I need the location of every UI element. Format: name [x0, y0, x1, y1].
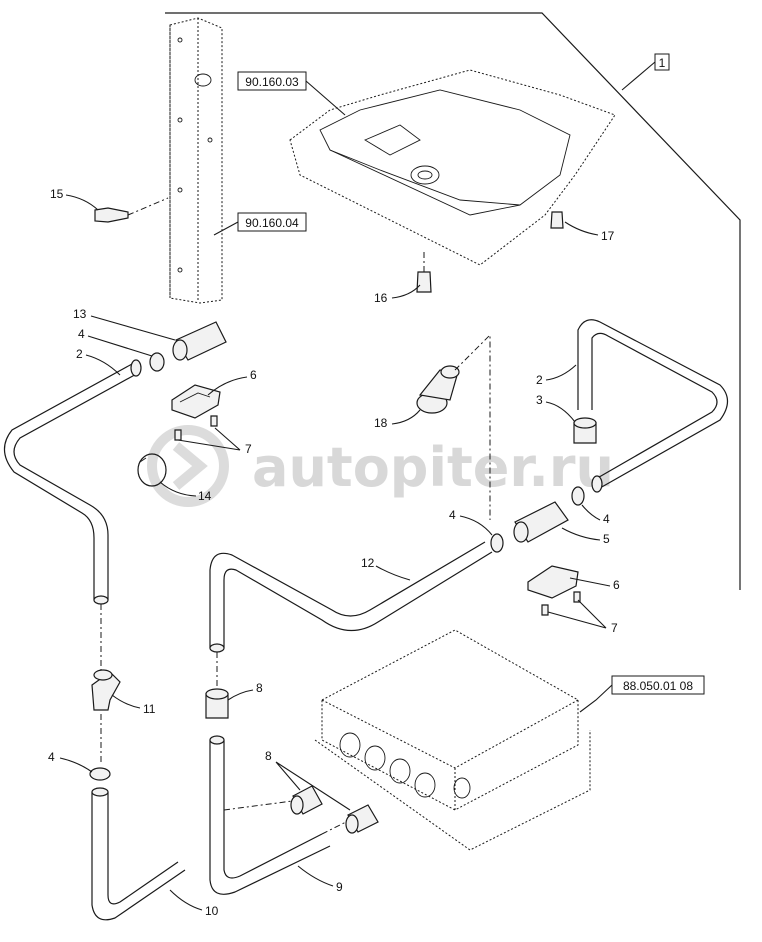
svg-text:9: 9 — [336, 880, 343, 894]
svg-text:4: 4 — [78, 327, 85, 341]
callout-17: 17 — [564, 221, 615, 243]
hose-12 — [209, 541, 493, 700]
clamp-14 — [137, 453, 167, 487]
svg-text:6: 6 — [250, 368, 257, 382]
watermark-text: autopiter.ru — [252, 436, 614, 499]
svg-text:12: 12 — [361, 556, 375, 570]
sleeve-8-a — [205, 688, 229, 719]
callout-6-b: 6 — [569, 577, 620, 592]
svg-text:14: 14 — [198, 489, 212, 503]
svg-text:7: 7 — [611, 621, 618, 635]
callout-5: 5 — [561, 527, 610, 546]
elbow-11 — [91, 669, 121, 762]
clip-6-a — [171, 384, 221, 419]
svg-text:7: 7 — [245, 442, 252, 456]
svg-text:4: 4 — [48, 750, 55, 764]
ref-88-050-01-08-label: 88.050.01 08 — [623, 679, 693, 693]
ref-90-160-03-label: 90.160.03 — [245, 75, 299, 89]
ref-box-90-160-03: 90.160.03 — [237, 71, 346, 116]
svg-text:11: 11 — [143, 702, 156, 716]
svg-text:5: 5 — [603, 532, 610, 546]
ring-4-c — [490, 533, 504, 553]
callout-11: 11 — [111, 694, 156, 716]
svg-text:13: 13 — [73, 307, 87, 321]
callout-3: 3 — [536, 393, 576, 423]
ring-4-a — [149, 352, 165, 372]
hose-9 — [209, 735, 351, 895]
heater-unit — [314, 629, 591, 851]
svg-text:2: 2 — [76, 347, 83, 361]
svg-text:4: 4 — [603, 512, 610, 526]
group-bracket-line — [165, 12, 741, 590]
callout-14: 14 — [159, 481, 212, 503]
svg-text:4: 4 — [449, 508, 456, 522]
svg-text:10: 10 — [205, 904, 219, 918]
connector-5 — [513, 501, 569, 543]
hose-10 — [91, 787, 186, 921]
callout-18: 18 — [374, 409, 421, 430]
callout-10: 10 — [169, 889, 219, 918]
callout-12: 12 — [361, 556, 411, 581]
ref-box-1: 1 — [621, 53, 670, 91]
svg-text:18: 18 — [374, 416, 388, 430]
roof-panel — [289, 69, 616, 266]
ref-1-label: 1 — [659, 56, 666, 70]
callout-4-b: 4 — [581, 504, 610, 526]
ref-box-90-160-04: 90.160.04 — [213, 212, 307, 236]
svg-text:15: 15 — [50, 187, 64, 201]
sleeve-8-c — [345, 804, 379, 834]
connector-13 — [172, 321, 227, 361]
hose-2-left — [3, 359, 142, 670]
callout-9: 9 — [297, 865, 343, 894]
ref-box-88-050-01-08: 88.050.01 08 — [579, 675, 705, 713]
sleeve-8-b — [290, 785, 323, 815]
svg-text:8: 8 — [256, 681, 263, 695]
svg-text:8: 8 — [265, 749, 272, 763]
callout-4-c: 4 — [449, 508, 493, 536]
clip-6-b — [527, 565, 579, 599]
screw-16 — [416, 250, 432, 293]
callout-4-d: 4 — [48, 750, 93, 773]
callout-2-b: 2 — [536, 364, 577, 387]
callout-8-b: 8 — [265, 749, 351, 811]
ring-4-b — [571, 486, 585, 506]
callout-6-a: 6 — [207, 368, 257, 396]
callout-4-a: 4 — [78, 327, 153, 357]
callout-8-a: 8 — [227, 681, 263, 701]
callout-16: 16 — [374, 284, 421, 305]
callout-7-b: 7 — [547, 599, 618, 635]
svg-text:16: 16 — [374, 291, 388, 305]
svg-text:6: 6 — [613, 578, 620, 592]
elbow-18 — [416, 333, 491, 520]
callout-2-a: 2 — [76, 347, 121, 376]
sleeve-3 — [573, 417, 597, 444]
screw-15 — [94, 197, 169, 223]
hose-2-right — [577, 319, 729, 493]
watermark: autopiter.ru — [147, 425, 614, 507]
callout-13: 13 — [73, 307, 176, 341]
screw-17 — [550, 211, 564, 229]
screws-7-a — [174, 415, 218, 441]
ring-4-d — [89, 767, 111, 781]
svg-text:3: 3 — [536, 393, 543, 407]
callout-7-a: 7 — [177, 427, 252, 456]
svg-text:2: 2 — [536, 373, 543, 387]
callout-15: 15 — [50, 187, 99, 211]
ref-90-160-04-label: 90.160.04 — [245, 216, 299, 230]
cab-pillar — [169, 17, 223, 304]
svg-text:17: 17 — [601, 229, 615, 243]
